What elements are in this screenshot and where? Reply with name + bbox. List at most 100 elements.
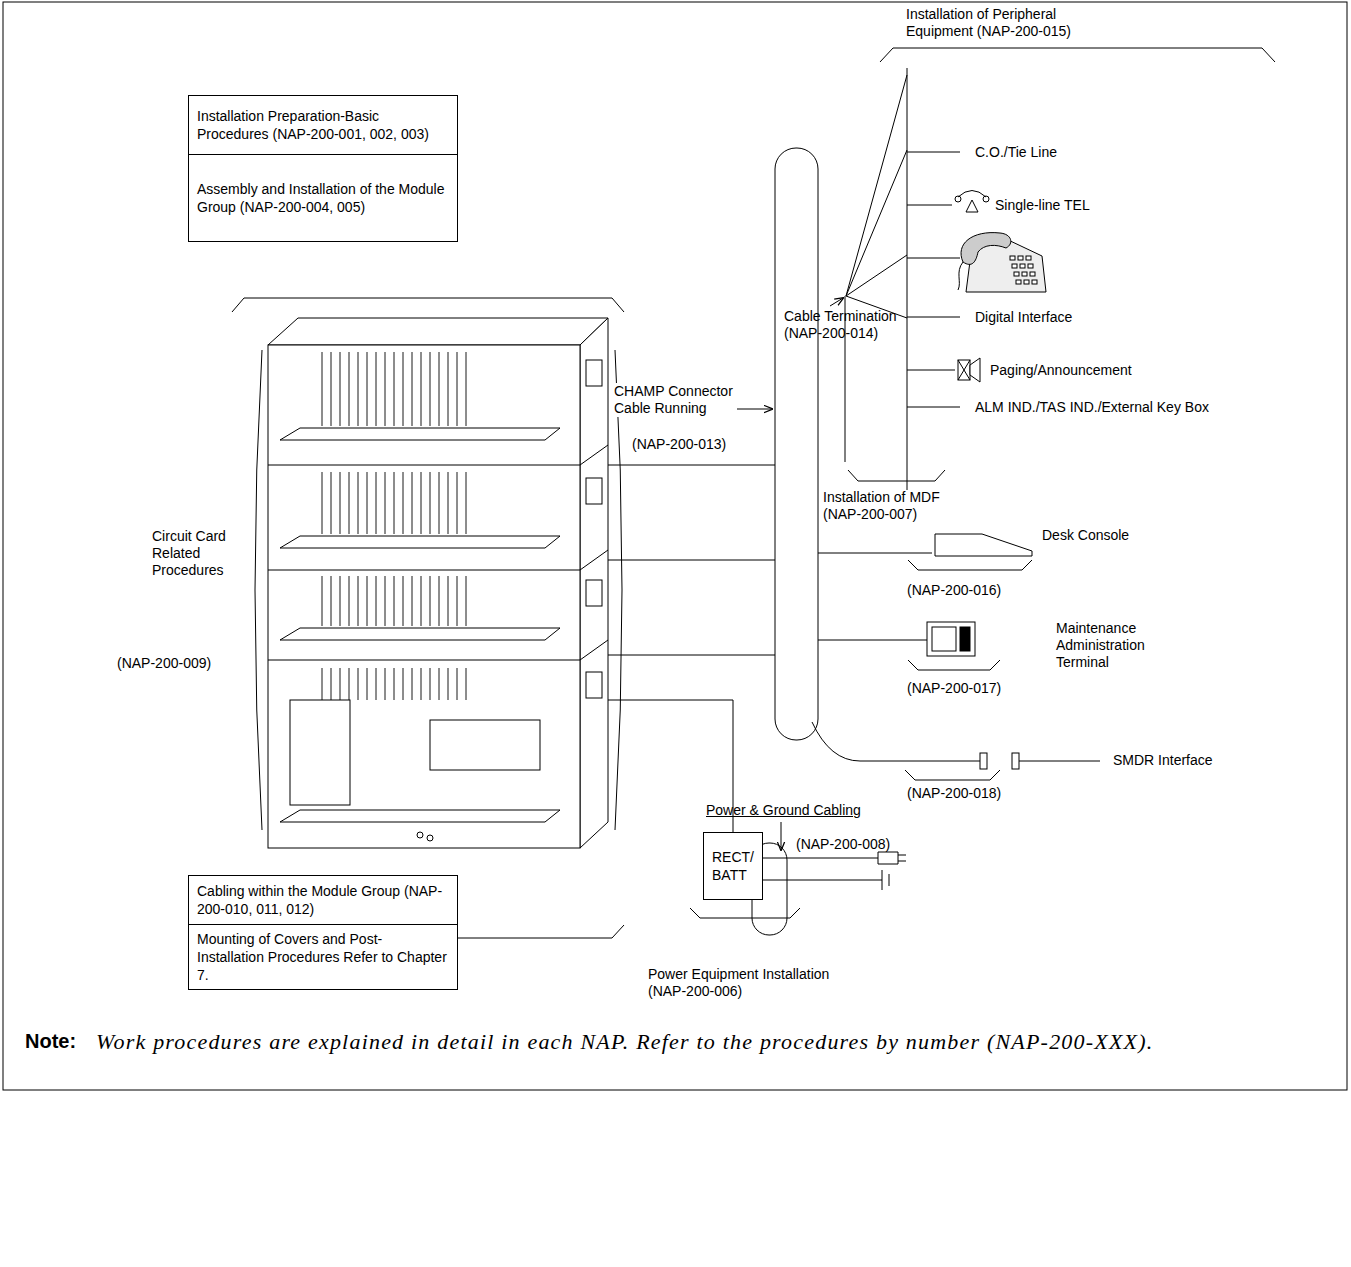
card-slot	[358, 668, 359, 700]
bracket	[908, 560, 1032, 570]
card-slot	[376, 668, 377, 700]
card-slot	[457, 352, 458, 426]
card-slot	[430, 352, 431, 426]
module-divider	[268, 570, 580, 571]
card-slot	[430, 472, 431, 534]
card-slot	[457, 472, 458, 534]
card-slot	[403, 576, 404, 626]
card-slot	[349, 668, 350, 700]
card-slot	[439, 472, 440, 534]
card-slot	[331, 472, 332, 534]
card-slot	[421, 472, 422, 534]
telephone-key	[1032, 280, 1037, 284]
procedure-label: Installation of MDF (NAP-200-007)	[823, 489, 973, 523]
card-slot	[349, 576, 350, 626]
card-slot	[394, 668, 395, 700]
telephone-key	[1024, 280, 1029, 284]
terminal-icon	[932, 627, 956, 651]
reference-number: (NAP-200-009)	[117, 655, 211, 672]
equipment-label: ALM IND./TAS IND./External Key Box	[975, 399, 1275, 416]
paging-icon	[958, 360, 970, 380]
procedure-label: Cable Termination (NAP-200-014)	[784, 308, 906, 342]
equipment-label: SMDR Interface	[1113, 752, 1213, 769]
procedure-label: Power Equipment Installation (NAP-200-00…	[648, 966, 858, 1000]
cable-line	[846, 150, 907, 296]
bracket	[848, 470, 945, 481]
telephone-drawing	[961, 233, 1011, 265]
telephone-key	[1014, 272, 1019, 276]
cable-line	[818, 640, 927, 641]
card-slot	[367, 576, 368, 626]
cable-line	[608, 560, 775, 561]
card-slot	[376, 472, 377, 534]
equipment-label: Paging/Announcement	[990, 362, 1132, 379]
telephone-drawing	[1010, 256, 1037, 284]
module-divider	[268, 465, 580, 466]
reference-number: (NAP-200-018)	[907, 785, 1001, 802]
cabinet-side	[580, 318, 608, 848]
card-slot	[385, 352, 386, 426]
card-slot	[394, 472, 395, 534]
single-line-tel-icon	[955, 196, 961, 202]
note-text: Work procedures are explained in detail …	[96, 1026, 1336, 1058]
card-slot	[448, 352, 449, 426]
reference-number: (NAP-200-016)	[907, 582, 1001, 599]
cable-line	[1019, 761, 1100, 762]
card-slot	[358, 472, 359, 534]
bracket	[232, 298, 624, 312]
equipment-label: Digital Interface	[975, 309, 1072, 326]
telephone-drawing	[958, 262, 963, 290]
card-slot	[367, 668, 368, 700]
note-heading: Note:	[25, 1026, 76, 1056]
card-slot	[358, 352, 359, 426]
box-text: Installation Preparation-Basic Procedure…	[197, 107, 449, 143]
telephone-key	[1022, 272, 1027, 276]
card-slot	[331, 576, 332, 626]
cable-line	[907, 68, 908, 490]
shelf	[280, 628, 560, 640]
fan	[427, 835, 433, 841]
branch-line	[907, 152, 960, 153]
side-vent	[586, 580, 602, 606]
telephone-key	[1028, 264, 1033, 268]
telephone-key	[1026, 256, 1031, 260]
card-slot	[322, 352, 466, 700]
card-slot	[421, 668, 422, 700]
terminal-icon	[960, 627, 970, 651]
reference-number: (NAP-200-017)	[907, 680, 1001, 697]
side-vent	[586, 478, 602, 504]
fan	[417, 832, 423, 838]
card-slot	[403, 668, 404, 700]
telephone-key	[1010, 256, 1015, 260]
card-slot	[421, 352, 422, 426]
cable-line	[812, 722, 980, 761]
card-slot	[322, 352, 323, 426]
telephone-key	[1016, 280, 1021, 284]
card-slot	[385, 472, 386, 534]
card-slot	[340, 352, 341, 426]
card-slot	[448, 576, 449, 626]
card-slot	[457, 668, 458, 700]
card-slot	[349, 352, 350, 426]
procedure-label: Power & Ground Cabling	[706, 802, 861, 819]
desk-console-icon	[935, 534, 1032, 556]
power-unit	[290, 700, 350, 805]
cable-line	[608, 68, 1100, 935]
connector-symbol	[1012, 753, 1019, 769]
card-slot	[385, 576, 386, 626]
power-cable	[763, 880, 882, 881]
paging-icon	[958, 358, 980, 382]
single-line-tel-icon	[983, 196, 989, 202]
paging-icon	[970, 358, 980, 382]
card-slot	[331, 352, 332, 426]
card-slot	[439, 668, 440, 700]
card-slot	[340, 668, 341, 700]
card-slot	[394, 352, 395, 426]
cable-line	[846, 75, 907, 296]
cable-line	[846, 255, 907, 296]
card-slot	[340, 472, 341, 534]
single-line-tel-icon	[955, 191, 989, 213]
module-divider	[268, 660, 580, 661]
telephone-key	[1018, 256, 1023, 260]
branch-line	[907, 407, 960, 408]
